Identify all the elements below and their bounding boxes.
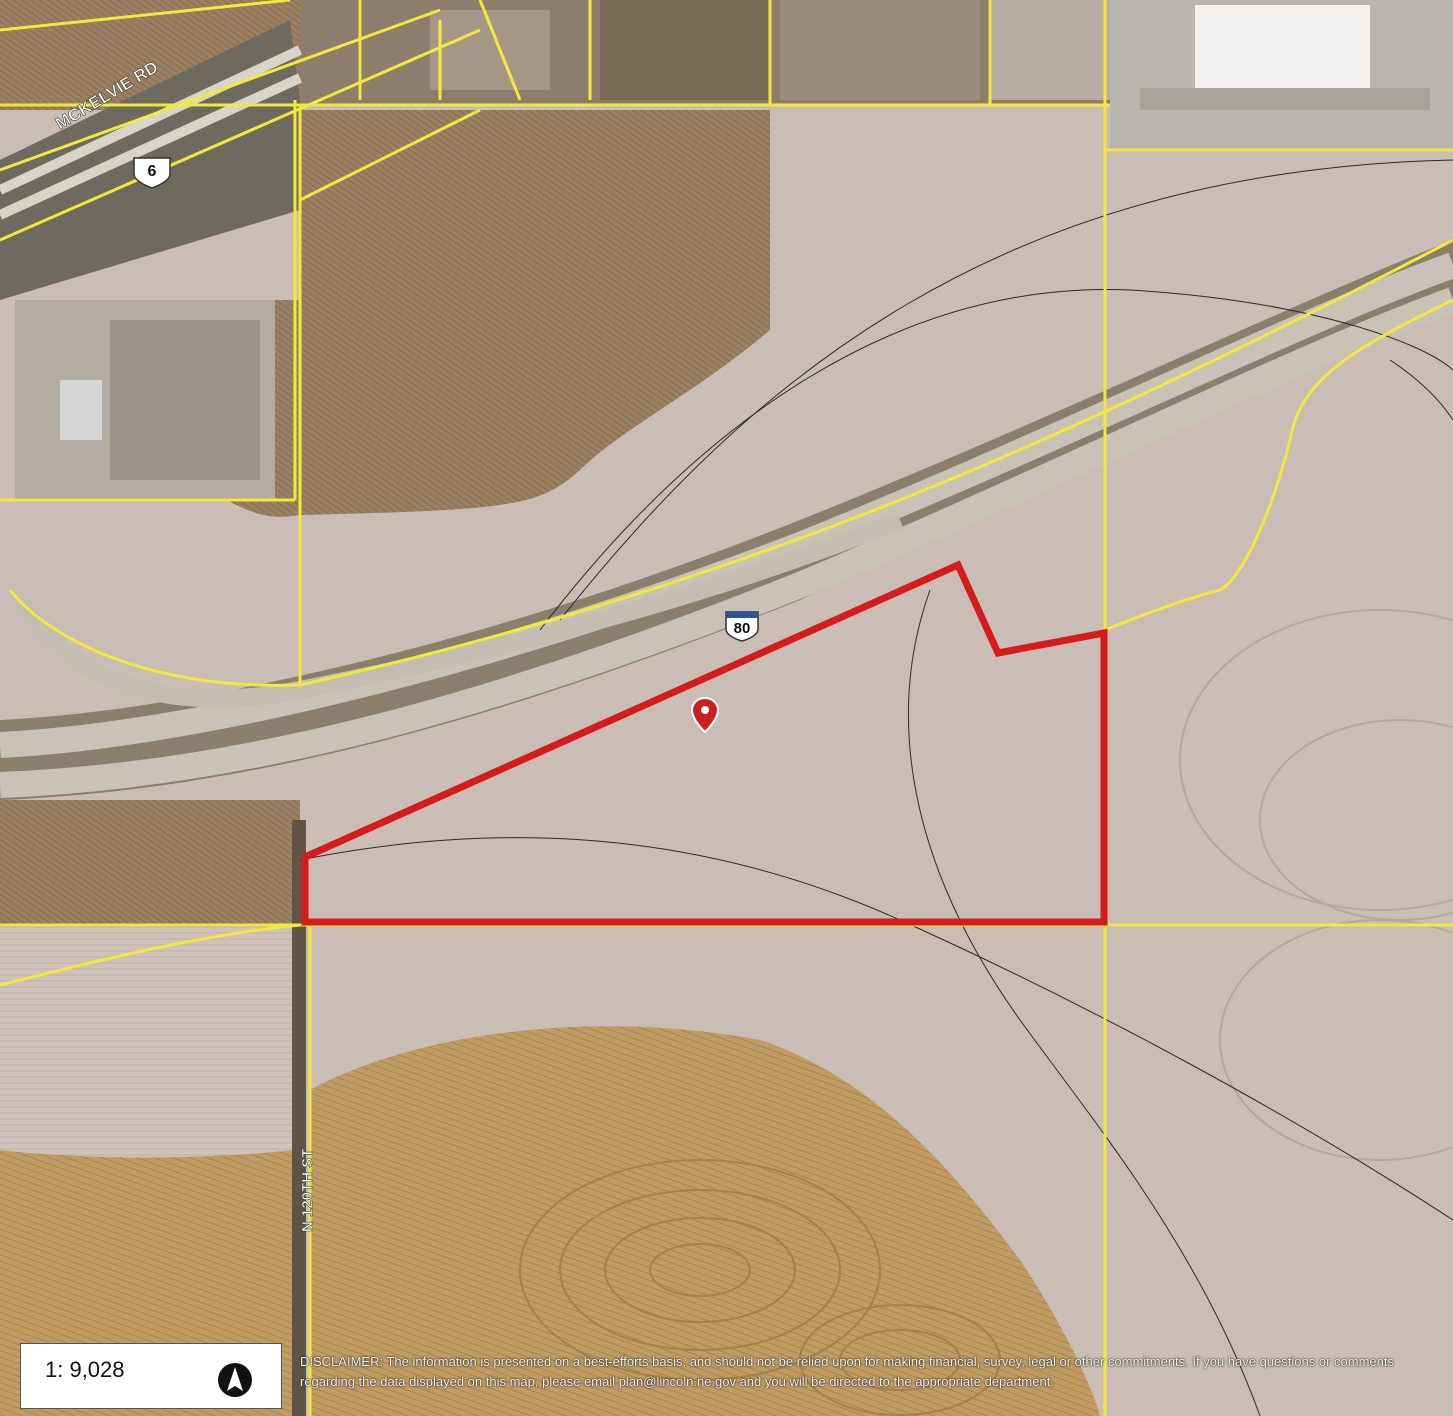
us6-shield-label: 6 (148, 163, 157, 180)
i80-eastbound (0, 287, 1453, 798)
i80-shield-icon: 80 (725, 611, 759, 642)
i80-shield-label: 80 (734, 620, 751, 637)
location-pin-icon (690, 696, 720, 734)
contour-rings (519, 1159, 1001, 1416)
subject-parcel-outline (301, 560, 1108, 926)
us6-shield-icon: 6 (133, 157, 171, 189)
scale-box: 1: 9,028 (20, 1343, 282, 1409)
field-north-dark (300, 110, 770, 515)
n120th-st-label: N 120TH ST (299, 1149, 316, 1232)
disclaimer-text: DISCLAIMER: The information is presented… (300, 1354, 1394, 1389)
n120th-road (292, 820, 306, 1416)
i80-westbound (0, 252, 1453, 758)
field-south-golden (310, 1026, 1100, 1416)
ramp-west (12, 511, 904, 708)
i80-median (0, 240, 1453, 800)
warehouse-roof (1195, 5, 1370, 90)
east-contours (1179, 609, 1453, 1161)
north-arrow-icon (218, 1363, 252, 1397)
scale-text: 1: 9,028 (45, 1357, 125, 1382)
